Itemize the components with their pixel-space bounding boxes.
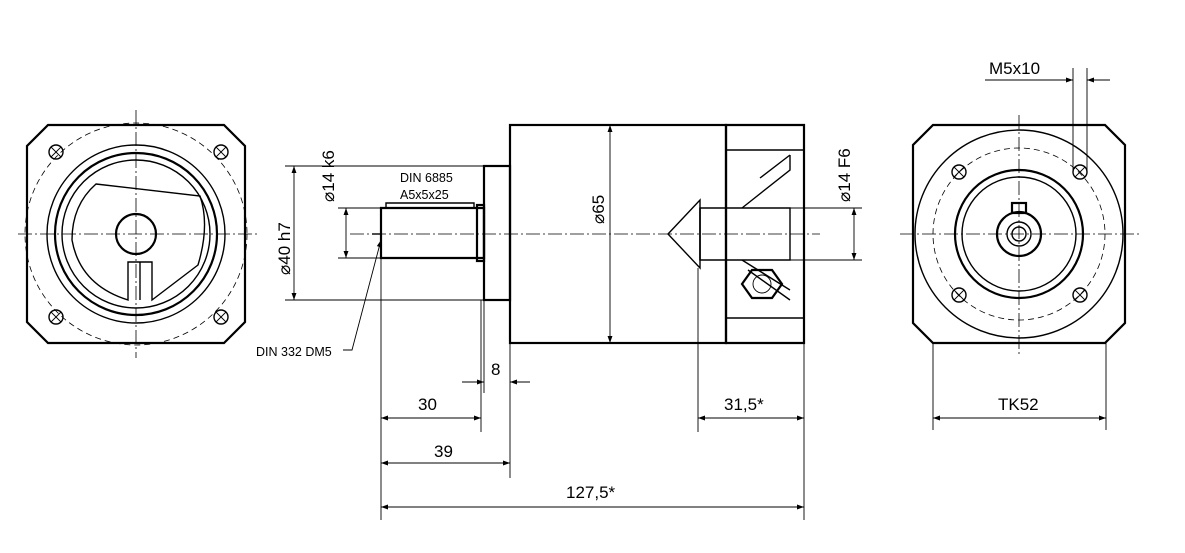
dim-8-label: 8	[491, 360, 500, 379]
right-end-view	[900, 115, 1140, 355]
thread-label: M5x10	[989, 59, 1040, 78]
body-diameter-label: ⌀65	[589, 195, 608, 224]
key-size-label: A5x5x25	[400, 188, 449, 202]
dim-127-5-label: 127,5*	[566, 483, 616, 502]
flange-diameter-label: ⌀40 h7	[275, 222, 294, 275]
dimensions: ⌀14 k6 ⌀40 h7 DIN 6885 A5x5x25 ⌀65 ⌀14 F…	[256, 59, 1110, 520]
mount-holes-right	[951, 164, 1088, 303]
shaft-diameter-label: ⌀14 k6	[319, 150, 338, 202]
dim-30-label: 30	[418, 395, 437, 414]
dim-31-5-label: 31,5*	[724, 395, 764, 414]
key-standard-label: DIN 6885	[400, 171, 453, 185]
mount-holes-left	[48, 144, 229, 325]
side-view	[350, 123, 820, 345]
dim-39-label: 39	[434, 442, 453, 461]
bore-diameter-label: ⌀14 F6	[835, 148, 854, 202]
center-hole-label: DIN 332 DM5	[256, 345, 332, 359]
left-end-view	[18, 110, 258, 358]
bolt-circle-label: TK52	[998, 395, 1039, 414]
